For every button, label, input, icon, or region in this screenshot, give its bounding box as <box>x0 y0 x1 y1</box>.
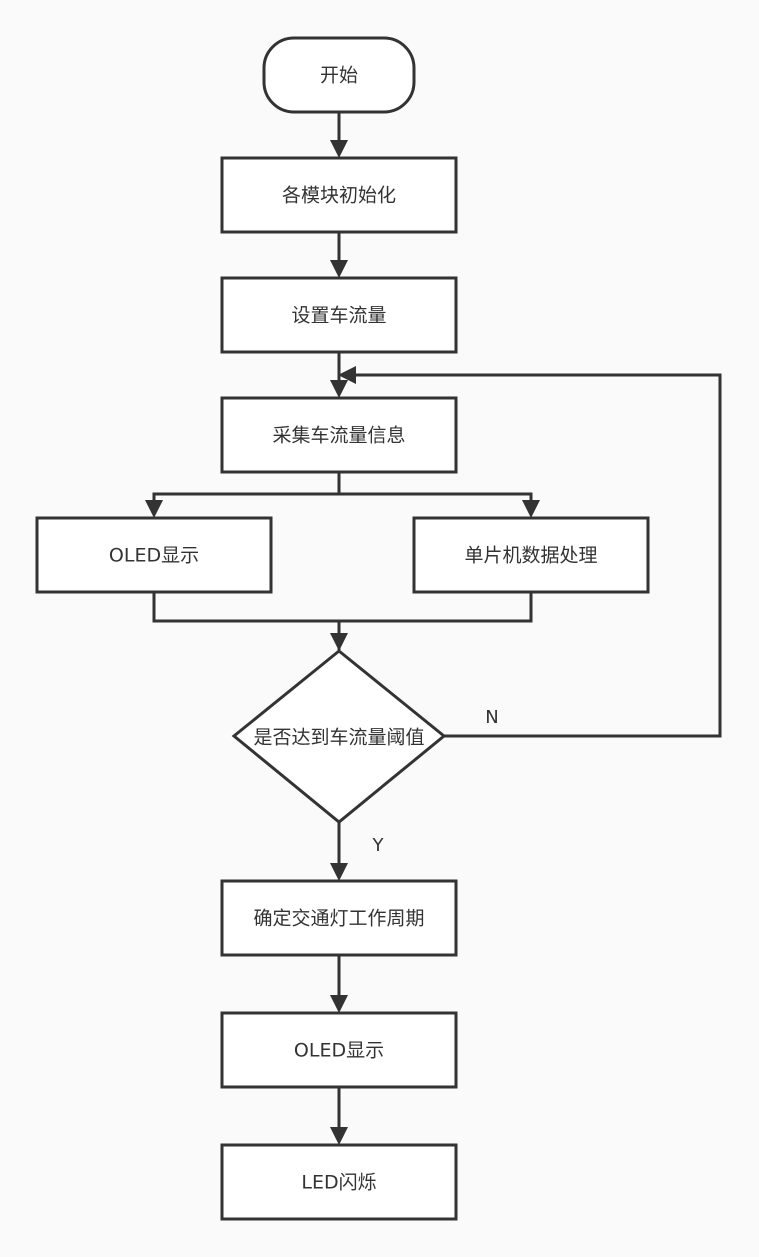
process-box <box>412 516 650 594</box>
decision-diamond <box>231 649 447 824</box>
node-oled-display-2: OLED显示 <box>220 1011 458 1089</box>
node-label: OLED显示 <box>294 1040 384 1062</box>
process-box <box>220 879 458 957</box>
edge-label-no: N <box>485 707 498 728</box>
edge-decision-no-loop <box>354 373 722 738</box>
node-label: 是否达到车流量阈值 <box>253 727 424 749</box>
node-start: 开始 <box>262 36 416 114</box>
arrowhead-down <box>522 500 540 518</box>
node-label: 采集车流量信息 <box>272 425 405 447</box>
arrowhead-down <box>330 633 348 651</box>
node-label: 开始 <box>320 65 358 87</box>
node-label: LED闪烁 <box>301 1172 376 1194</box>
node-label: 单片机数据处理 <box>464 545 597 567</box>
edge-collect-split <box>152 472 341 503</box>
process-box <box>35 516 273 594</box>
node-label: 设置车流量 <box>291 305 386 327</box>
node-label: OLED显示 <box>109 545 199 567</box>
edge-label-yes: Y <box>372 835 385 856</box>
arrowhead-left <box>338 366 356 384</box>
arrowhead-down <box>330 140 348 158</box>
arrowhead-down <box>330 995 348 1013</box>
process-box <box>220 1143 458 1221</box>
arrowheads <box>145 140 540 1145</box>
edge-merge <box>152 592 533 623</box>
arrowhead-down <box>330 863 348 881</box>
process-box <box>220 1011 458 1089</box>
arrowhead-down <box>330 260 348 278</box>
node-oled-display-1: OLED显示 <box>35 516 273 594</box>
node-label: 确定交通灯工作周期 <box>253 908 424 930</box>
connectors <box>152 112 722 1130</box>
node-determine-cycle: 确定交通灯工作周期 <box>220 879 458 957</box>
process-box <box>220 276 458 354</box>
process-box <box>220 156 458 234</box>
arrowhead-down <box>330 1127 348 1145</box>
node-mcu-process: 单片机数据处理 <box>412 516 650 594</box>
node-init: 各模块初始化 <box>220 156 458 234</box>
node-collect: 采集车流量信息 <box>220 396 458 474</box>
process-box <box>220 396 458 474</box>
node-led-flash: LED闪烁 <box>220 1143 458 1221</box>
node-decision: 是否达到车流量阈值 <box>231 649 447 824</box>
terminal-shape <box>262 36 416 114</box>
edge-collect-split-right <box>339 492 533 503</box>
node-set-flow: 设置车流量 <box>220 276 458 354</box>
arrowhead-down <box>330 380 348 398</box>
arrowhead-down <box>145 500 163 518</box>
node-label: 各模块初始化 <box>282 185 396 207</box>
